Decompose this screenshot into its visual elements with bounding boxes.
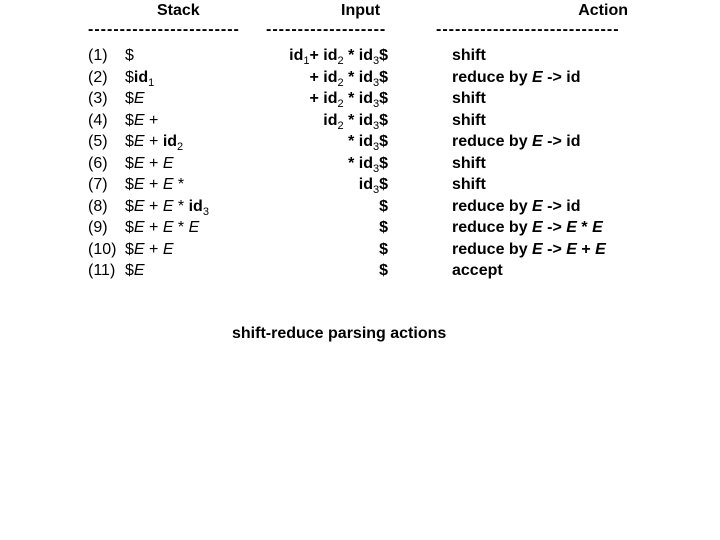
stack-cell: $E + xyxy=(125,111,159,129)
input-cell: $ xyxy=(379,262,388,279)
row-number: (6) xyxy=(88,154,108,172)
stack-cell: $E xyxy=(125,90,145,107)
table-row: (1) $ id1+ id2 * id3$ shift xyxy=(88,47,648,69)
stack-cell: $E + E * E xyxy=(125,219,200,236)
input-cell: $ xyxy=(379,219,388,236)
table-row: (11) $E $ accept xyxy=(88,262,648,284)
row-number: (3) xyxy=(88,90,108,107)
input-divider: ------------------- xyxy=(266,21,387,38)
row-number: (5) xyxy=(88,133,108,150)
stack-cell: $E + E * xyxy=(125,176,185,193)
table-row: (5) $E + id2 * id3$ reduce by E -> id xyxy=(88,133,648,155)
action-cell: reduce by E -> id xyxy=(452,197,581,215)
action-cell: reduce by E -> id xyxy=(452,68,581,86)
stack-divider: ------------------------ xyxy=(88,21,240,38)
stack-cell: $E + E * id3 xyxy=(125,197,209,218)
action-cell: shift xyxy=(452,47,486,64)
stack-cell: $E + E xyxy=(125,154,174,172)
action-cell: shift xyxy=(452,111,486,129)
input-cell: * id3$ xyxy=(348,133,388,153)
parse-table-rows: (1)$id1+ id2 * id3$shift(2)$id1+ id2 * i… xyxy=(88,47,648,284)
stack-cell: $E + id2 xyxy=(125,133,184,153)
row-number: (10) xyxy=(88,240,117,258)
action-cell: reduce by E -> E + E xyxy=(452,240,606,258)
row-number: (1) xyxy=(88,47,108,64)
action-cell: reduce by E -> id xyxy=(452,133,581,150)
table-row: (4) $E + id2 * id3$ shift xyxy=(88,112,648,134)
action-cell: shift xyxy=(452,90,486,107)
row-number: (7) xyxy=(88,176,108,193)
stack-column-header: Stack xyxy=(157,2,200,19)
input-cell: id3$ xyxy=(358,176,388,196)
action-cell: reduce by E -> E * E xyxy=(452,219,603,236)
input-cell: + id2 * id3$ xyxy=(309,90,388,110)
stack-cell: $id1 xyxy=(125,68,155,89)
input-cell: id1+ id2 * id3$ xyxy=(289,47,388,67)
table-row: (9) $E + E * E $ reduce by E -> E * E xyxy=(88,219,648,241)
action-column-header: Action xyxy=(578,2,628,19)
input-cell: id2 * id3$ xyxy=(323,111,388,132)
row-number: (9) xyxy=(88,219,108,236)
input-cell: * id3$ xyxy=(348,154,388,175)
action-cell: shift xyxy=(452,154,486,172)
input-cell: $ xyxy=(379,240,388,258)
table-row: (8) $E + E * id3 $ reduce by E -> id xyxy=(88,198,648,220)
table-row: (6) $E + E * id3$ shift xyxy=(88,155,648,177)
stack-cell: $E + E xyxy=(125,240,174,258)
table-row: (7) $E + E * id3$ shift xyxy=(88,176,648,198)
input-cell: $ xyxy=(379,197,388,215)
input-cell: + id2 * id3$ xyxy=(309,68,388,89)
action-cell: shift xyxy=(452,176,486,193)
action-divider: ----------------------------- xyxy=(436,21,620,38)
table-row: (2) $id1 + id2 * id3$ reduce by E -> id xyxy=(88,69,648,91)
table-row: (10) $E + E $ reduce by E -> E + E xyxy=(88,241,648,263)
table-row: (3) $E + id2 * id3$ shift xyxy=(88,90,648,112)
row-number: (11) xyxy=(88,262,116,279)
action-cell: accept xyxy=(452,262,503,279)
row-number: (2) xyxy=(88,68,108,86)
stack-cell: $E xyxy=(125,262,145,279)
input-column-header: Input xyxy=(341,2,381,19)
stack-cell: $ xyxy=(125,47,134,64)
row-number: (4) xyxy=(88,111,108,129)
row-number: (8) xyxy=(88,197,108,215)
caption: shift-reduce parsing actions xyxy=(232,325,447,342)
